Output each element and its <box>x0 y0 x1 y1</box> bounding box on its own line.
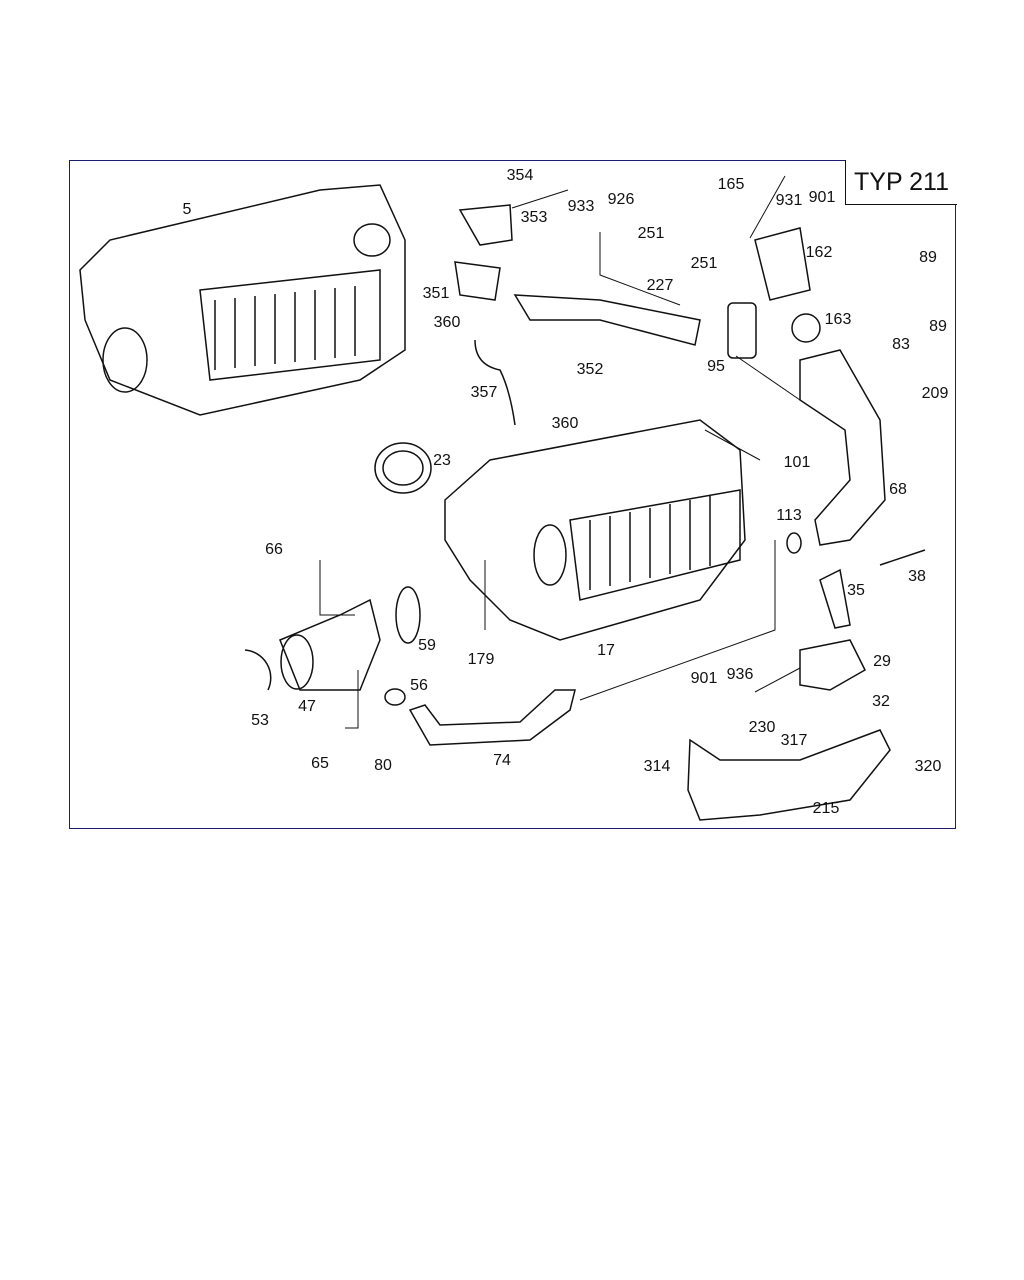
part-label[interactable]: 179 <box>467 651 495 668</box>
part-label[interactable]: 66 <box>265 541 283 558</box>
gaskets-and-parts <box>244 204 926 821</box>
part-label[interactable]: 5 <box>182 201 192 218</box>
part-label[interactable]: 163 <box>824 311 852 328</box>
part-label[interactable]: 59 <box>418 637 436 654</box>
part-label[interactable]: 80 <box>374 757 392 774</box>
part-label[interactable]: 65 <box>311 755 329 772</box>
part-label[interactable]: 162 <box>805 244 833 261</box>
part-label[interactable]: 89 <box>929 318 947 335</box>
part-label[interactable]: 29 <box>873 653 891 670</box>
part-label[interactable]: 354 <box>506 167 534 184</box>
part-label[interactable]: 113 <box>776 507 802 524</box>
part-label[interactable]: 901 <box>690 670 718 687</box>
part-label[interactable]: 83 <box>892 336 910 353</box>
leader-lines <box>319 175 801 729</box>
part-label[interactable]: 360 <box>433 314 461 331</box>
part-label[interactable]: 357 <box>470 384 498 401</box>
part-label[interactable]: 89 <box>919 249 937 266</box>
part-label[interactable]: 320 <box>914 758 942 775</box>
part-label[interactable]: 230 <box>748 719 776 736</box>
part-label[interactable]: 17 <box>597 642 615 659</box>
part-label[interactable]: 35 <box>847 582 865 599</box>
part-label[interactable]: 353 <box>520 209 548 226</box>
part-label[interactable]: 251 <box>637 225 665 242</box>
part-label[interactable]: 351 <box>422 285 450 302</box>
part-label[interactable]: 901 <box>808 189 836 206</box>
lower-manifold-assembly <box>444 419 746 641</box>
part-label[interactable]: 74 <box>493 752 511 769</box>
part-label[interactable]: 56 <box>410 677 428 694</box>
part-label[interactable]: 101 <box>783 454 811 471</box>
part-label[interactable]: 165 <box>717 176 745 193</box>
part-label[interactable]: 360 <box>551 415 579 432</box>
upper-manifold-assembly <box>79 184 406 416</box>
part-label[interactable]: 38 <box>908 568 926 585</box>
part-label[interactable]: 23 <box>433 452 451 469</box>
part-label[interactable]: 95 <box>707 358 725 375</box>
model-type-box: TYP 211 <box>845 160 957 205</box>
part-label[interactable]: 215 <box>812 800 840 817</box>
part-label[interactable]: 352 <box>576 361 604 378</box>
part-label[interactable]: 314 <box>643 758 671 775</box>
part-label[interactable]: 933 <box>567 198 595 215</box>
part-label[interactable]: 227 <box>646 277 674 294</box>
part-label[interactable]: 251 <box>690 255 718 272</box>
diagram-frame <box>69 160 956 829</box>
part-label[interactable]: 931 <box>775 192 803 209</box>
part-label[interactable]: 926 <box>607 191 635 208</box>
part-label[interactable]: 68 <box>889 481 907 498</box>
part-label[interactable]: 53 <box>251 712 269 729</box>
part-label[interactable]: 32 <box>872 693 890 710</box>
part-label[interactable]: 936 <box>726 666 754 683</box>
part-label[interactable]: 317 <box>780 732 808 749</box>
part-label[interactable]: 209 <box>921 385 949 402</box>
part-label[interactable]: 47 <box>298 698 316 715</box>
